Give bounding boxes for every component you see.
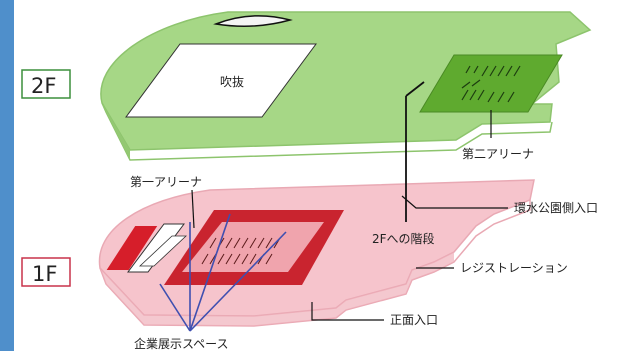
stairs-top-connector (405, 81, 425, 97)
floor-map-panel: 吹抜 第二アリーナ (14, 0, 644, 351)
main-entrance-label: 正面入口 (390, 313, 438, 327)
lake-park-entrance-label: 環水公園側入口 (514, 201, 598, 215)
floor-2f-label-box (21, 69, 71, 99)
arena-2-label: 第二アリーナ (462, 147, 534, 161)
main-entrance-leader (311, 302, 384, 321)
arena-1-court (182, 222, 324, 272)
floor-1f-label: 1F (32, 262, 57, 286)
arena-1-stand-right (106, 226, 158, 270)
atrium-label: 吹抜 (220, 75, 244, 89)
arena-1-white-stand (127, 223, 185, 273)
arena-1-white-stand-2 (138, 235, 188, 267)
lake-park-entrance-leader (401, 195, 508, 209)
exhibit-pointers (159, 213, 287, 332)
floor-2f-front-face (102, 103, 130, 160)
skylight-oval (213, 15, 293, 27)
exhibit-space-label: 企業展示スペース (134, 336, 229, 351)
floor-1f-label-box (21, 257, 71, 287)
arena-1-label: 第一アリーナ (130, 175, 202, 189)
floor-map-diagram: 吹抜 第二アリーナ (21, 11, 598, 351)
arena-2-seating (461, 65, 521, 103)
atrium-void (125, 43, 317, 118)
arena-1-leader (191, 189, 195, 229)
registration-label: レジストレーション (460, 261, 568, 275)
floor-2f-label: 2F (31, 74, 56, 98)
stairs-label: 2Fへの階段 (372, 231, 435, 246)
arena-2 (419, 54, 563, 113)
